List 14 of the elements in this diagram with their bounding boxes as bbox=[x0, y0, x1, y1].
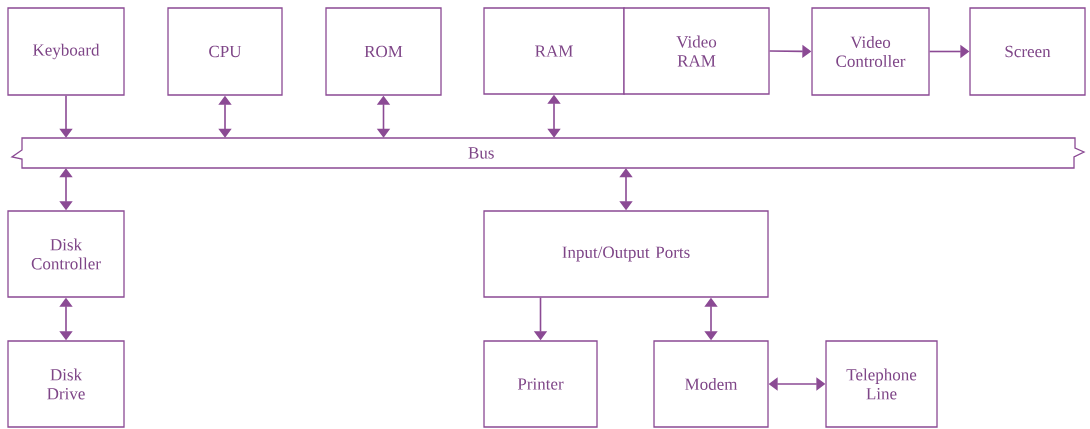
component-box: RAM bbox=[483, 7, 625, 95]
component-box: Printer bbox=[483, 340, 598, 428]
component-box: Video Controller bbox=[811, 7, 930, 96]
component-box: Input/Output Ports bbox=[483, 210, 769, 298]
component-box: Modem bbox=[653, 340, 769, 428]
component-box: Disk Drive bbox=[7, 340, 125, 428]
component-box: ROM bbox=[325, 7, 442, 96]
component-box: Disk Controller bbox=[7, 210, 125, 298]
component-box: Screen bbox=[969, 7, 1086, 96]
component-box: Keyboard bbox=[7, 7, 125, 96]
component-box: CPU bbox=[167, 7, 283, 96]
component-box: Telephone Line bbox=[825, 340, 938, 428]
component-box: Video RAM bbox=[623, 7, 770, 95]
bus-band: Bus bbox=[10, 137, 1086, 169]
